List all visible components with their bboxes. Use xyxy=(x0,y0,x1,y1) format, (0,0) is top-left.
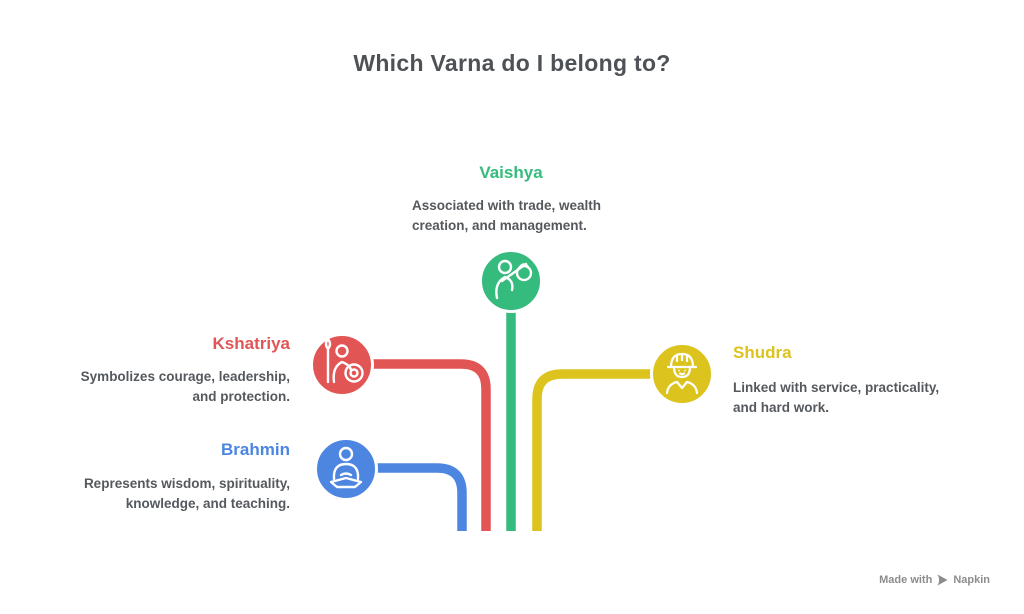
vaishya-description-line: creation, and management. xyxy=(412,218,587,233)
brahmin-description-line: knowledge, and teaching. xyxy=(125,496,290,511)
shudra-node-circle xyxy=(650,342,714,406)
shudra-description-line: and hard work. xyxy=(733,400,830,415)
brahmin-connector-line xyxy=(370,463,467,531)
vaishya-description: Associated with trade, wealth creation, … xyxy=(412,196,601,236)
warrior-spear-shield-icon xyxy=(324,337,364,384)
napkin-credit: Made with Napkin xyxy=(879,574,990,586)
brahmin-description-line: Represents wisdom, spirituality, xyxy=(83,476,290,491)
kshatriya-node-circle xyxy=(310,333,374,397)
shudra-line-outline xyxy=(529,366,658,533)
brahmin-label: Brahmin xyxy=(221,440,290,459)
brand-text: Napkin xyxy=(953,574,990,586)
vaishya-node-circle xyxy=(479,249,543,313)
worker-helmet-icon xyxy=(665,352,699,395)
kshatriya-description-line: Symbolizes courage, leadership, xyxy=(80,369,290,384)
trader-money-bag-icon xyxy=(495,259,533,300)
kshatriya-description: Symbolizes courage, leadership, and prot… xyxy=(81,367,290,407)
vaishya-description-line: Associated with trade, wealth xyxy=(412,198,602,213)
shudra-connector-line xyxy=(532,369,658,531)
page-title: Which Varna do I belong to? xyxy=(353,50,671,76)
brahmin-node-circle xyxy=(314,437,378,501)
napkin-logo-icon xyxy=(937,574,948,586)
meditation-icon xyxy=(329,446,363,489)
kshatriya-description-line: and protection. xyxy=(192,389,291,404)
kshatriya-label: Kshatriya xyxy=(212,334,290,353)
shudra-label: Shudra xyxy=(733,343,792,362)
brahmin-line-outline xyxy=(370,460,470,533)
shudra-description: Linked with service, practicality, and h… xyxy=(733,378,939,418)
brahmin-description: Represents wisdom, spirituality, knowled… xyxy=(84,474,290,514)
shudra-description-line: Linked with service, practicality, xyxy=(733,380,940,395)
made-with-text: Made with xyxy=(879,574,933,586)
kshatriya-connector-line xyxy=(366,359,491,531)
vaishya-label: Vaishya xyxy=(479,163,543,182)
